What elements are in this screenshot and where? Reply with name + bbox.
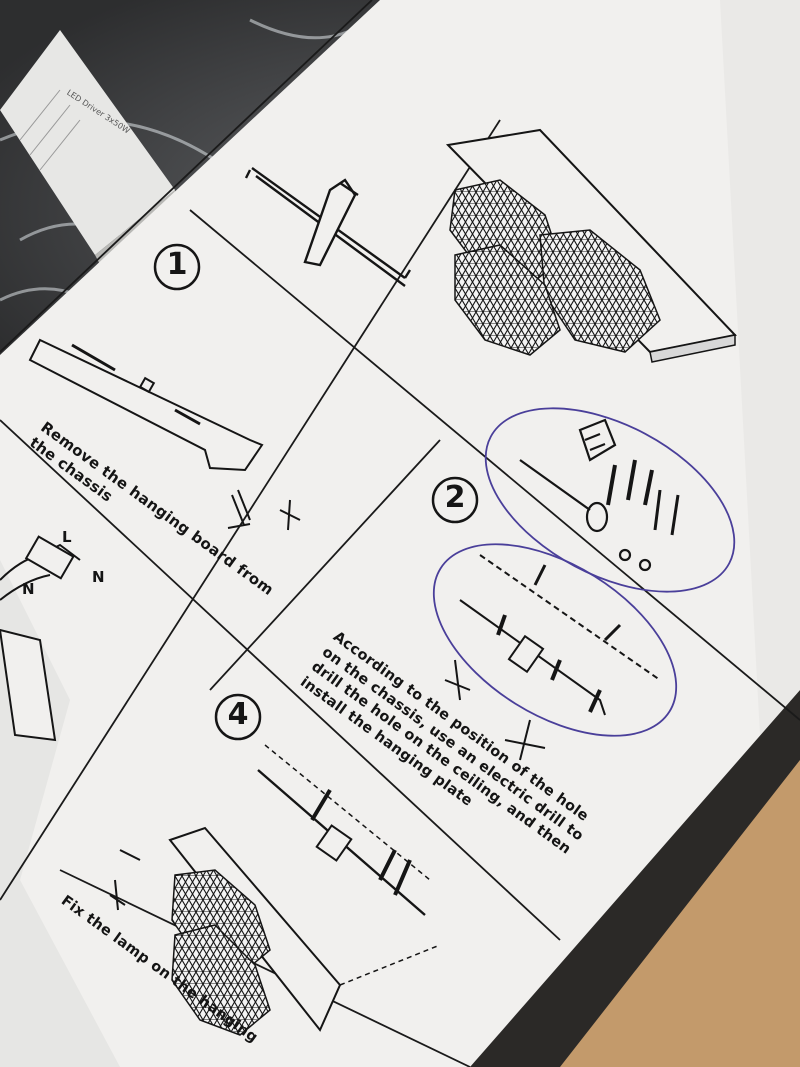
step4-number: 4 [227, 697, 249, 732]
hanging-bracket-illustration [244, 167, 412, 287]
lamp-illustration-top [445, 128, 737, 363]
step2-ceiling-illustration [444, 554, 661, 761]
wire-label-n: N [92, 568, 105, 586]
step2-circle [431, 476, 479, 524]
pen-circle-ceiling [432, 543, 678, 737]
step4-circle [214, 693, 262, 741]
pen-circle-hardware [484, 407, 736, 593]
step1-number: 1 [166, 247, 188, 282]
cardboard-box [560, 760, 800, 1067]
wiring-illustration [0, 535, 81, 742]
step1-board-illustration [28, 338, 301, 531]
step2-number: 2 [444, 480, 466, 515]
wire-label-l: L [62, 528, 72, 546]
step2-hardware-illustration [519, 418, 680, 572]
wire-label-n-2: N [22, 580, 35, 598]
step4-lamp-illustration [109, 744, 441, 1036]
step1-circle [153, 243, 201, 291]
